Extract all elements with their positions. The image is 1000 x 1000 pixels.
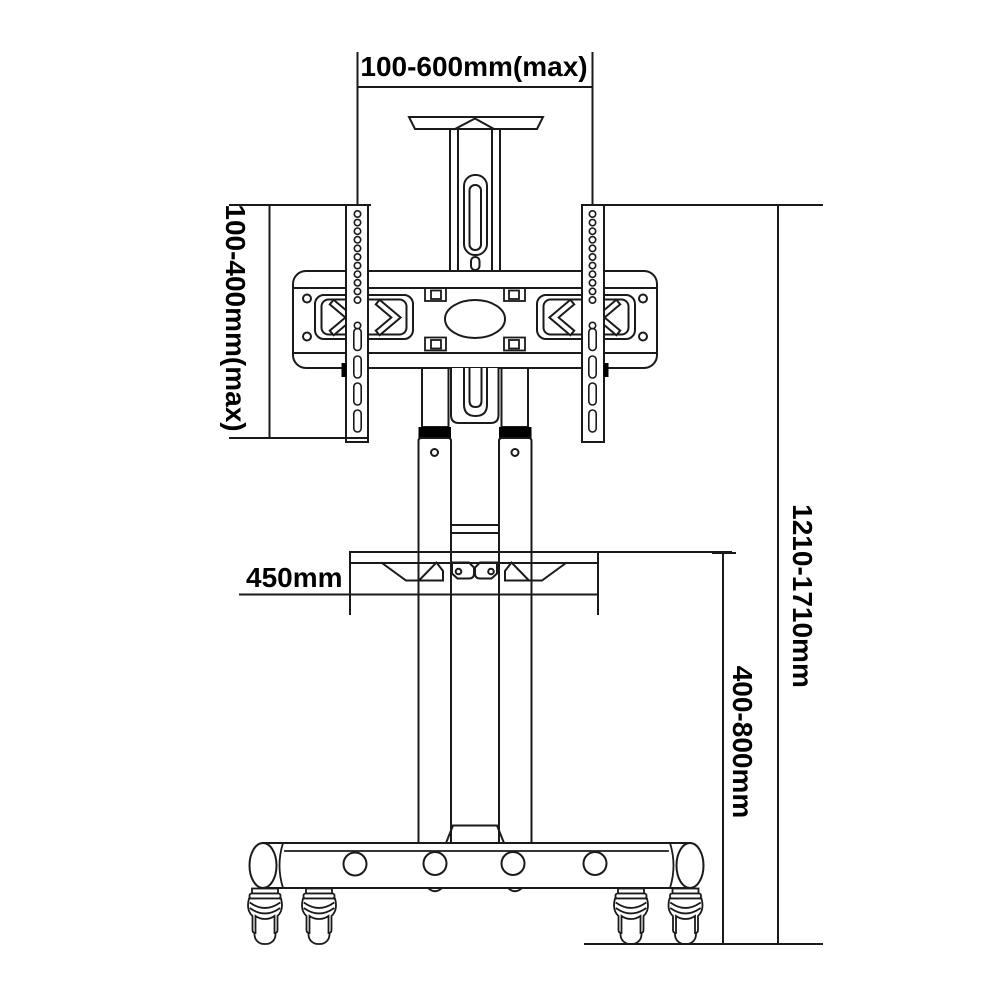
dimension-labels: 100-600mm(max) 100-400mm(max) 450mm 1210… [220, 51, 818, 818]
caster-wheel [301, 887, 337, 945]
tube-hole [422, 851, 448, 876]
dim-top-width [356, 52, 594, 206]
dim-bracket-height [229, 204, 371, 439]
tube-end-left [248, 842, 278, 889]
vesa-strips [341, 204, 609, 443]
top-plate [407, 116, 545, 130]
shelf-plate [349, 551, 599, 564]
center-column [407, 116, 545, 272]
dim-lower-height [597, 551, 736, 945]
tube-hole [582, 851, 608, 876]
tube-end-right [675, 842, 705, 889]
lower-column-and-legs [417, 367, 533, 845]
column-foot [444, 824, 506, 845]
vesa-strip-left [345, 204, 369, 443]
label-total-height: 1210-1710mm [787, 504, 818, 688]
leg-cap-left [418, 427, 451, 439]
label-lower-height: 400-800mm [727, 666, 758, 819]
shelf-bracket-right [504, 561, 568, 582]
dim-total-height [584, 204, 823, 945]
mount-clamps [424, 287, 526, 352]
label-bracket-height: 100-400mm(max) [220, 204, 251, 431]
caster-wheel [247, 887, 283, 945]
tube-hole [342, 851, 368, 877]
outer-leg-right [498, 437, 533, 844]
screw-left [430, 448, 439, 457]
dimension-lines [229, 52, 823, 945]
leg-cap-right [499, 427, 532, 439]
shelf [349, 551, 599, 582]
label-shelf-width: 450mm [246, 562, 343, 593]
outer-leg-left [417, 437, 452, 844]
label-top-width: 100-600mm(max) [360, 51, 587, 82]
screw-right [510, 448, 520, 457]
inner-leg-right [500, 367, 529, 428]
caster-wheel [613, 887, 649, 945]
cable-hole [444, 299, 506, 339]
tube-hole [500, 851, 526, 876]
inner-leg-left [421, 367, 450, 428]
dim-shelf-width [239, 551, 599, 615]
vesa-strip-right [581, 204, 605, 443]
casters [247, 887, 704, 945]
shelf-bracket-left [380, 561, 444, 582]
caster-wheel [667, 887, 704, 945]
base-tube [248, 841, 705, 893]
column-slot [463, 174, 488, 256]
